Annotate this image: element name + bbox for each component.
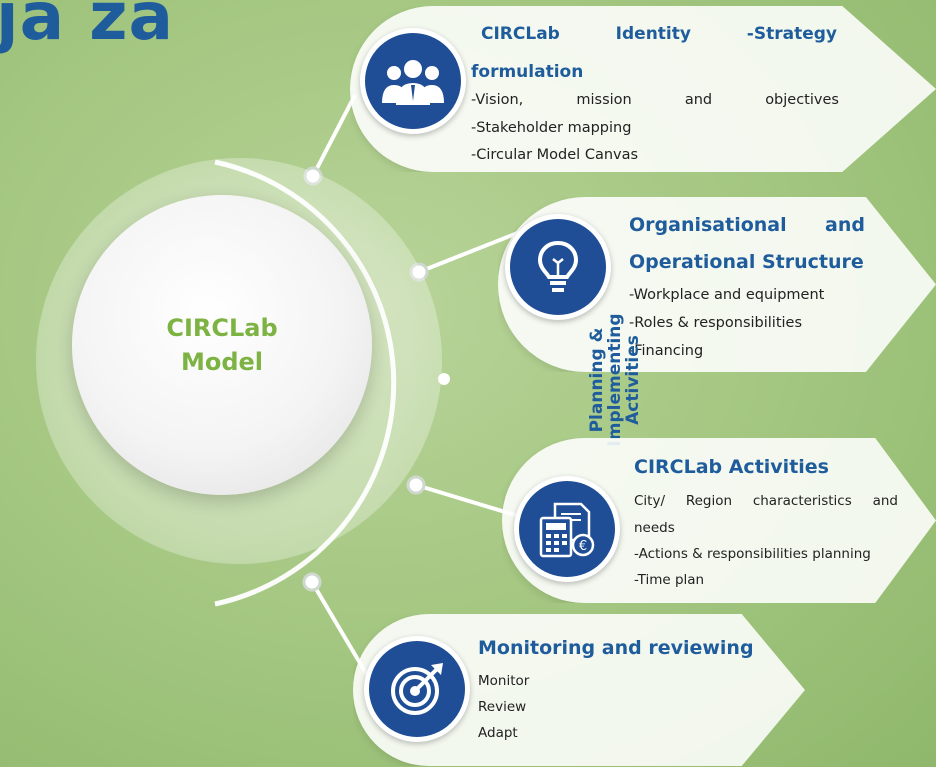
card4-item-monitor: Monitor bbox=[478, 673, 530, 689]
model-label-line2: Model bbox=[180, 348, 264, 376]
card3-char-w3: characteristics bbox=[752, 493, 852, 509]
lightbulb-icon bbox=[505, 214, 611, 320]
card3-title: CIRCLab Activities bbox=[634, 456, 829, 478]
card1-title-word2: Identity bbox=[615, 24, 691, 44]
card1-item-stakeholder: -Stakeholder mapping bbox=[471, 120, 632, 136]
card1-title-word3: -Strategy bbox=[746, 24, 837, 44]
team-icon bbox=[360, 28, 466, 134]
card2-item-roles: -Roles & responsibilities bbox=[629, 315, 803, 331]
calculator-icon: € bbox=[514, 476, 620, 582]
heading-fragment: ja za bbox=[0, 0, 175, 55]
card2-title-word1: Organisational bbox=[629, 214, 787, 236]
card1-title-line2: formulation bbox=[471, 62, 584, 82]
card1-title-word1: CIRCLab bbox=[481, 24, 560, 44]
card3-item-characteristics: City/ Region characteristics and bbox=[634, 493, 898, 509]
card1-vision-w1: -Vision, bbox=[471, 92, 524, 108]
vertical-label-line2: Implementing bbox=[605, 313, 625, 447]
card4-item-adapt: Adapt bbox=[478, 725, 518, 741]
card3-item-needs: needs bbox=[634, 520, 675, 536]
card2-title-line1: Organisational and bbox=[629, 214, 865, 236]
card2-title-word2: and bbox=[825, 214, 865, 236]
vertical-label-line3: Activities bbox=[623, 335, 643, 425]
card3-item-actions: -Actions & responsibilities planning bbox=[634, 546, 871, 562]
model-label-line1: CIRCLab bbox=[166, 314, 278, 342]
card3-char-w4: and bbox=[872, 493, 898, 509]
card1-item-canvas: -Circular Model Canvas bbox=[471, 147, 639, 163]
model-circle: CIRCLab Model bbox=[72, 195, 372, 495]
card1-title-line1: CIRCLab Identity -Strategy bbox=[481, 24, 837, 44]
model-label: CIRCLab Model bbox=[166, 311, 277, 379]
card1-item-vision: -Vision, mission and objectives bbox=[471, 92, 839, 108]
vertical-label: Planning & Implementing Activities bbox=[585, 305, 645, 455]
card1-vision-w2: mission bbox=[576, 92, 632, 108]
card2-item-financing: -Financing bbox=[629, 343, 704, 359]
card2-item-workplace: -Workplace and equipment bbox=[629, 287, 825, 303]
card3-char-w1: City/ bbox=[634, 493, 666, 509]
card2-title-line2: Operational Structure bbox=[629, 251, 864, 273]
card4-title: Monitoring and reviewing bbox=[478, 637, 754, 659]
card3-item-timeplan: -Time plan bbox=[634, 572, 705, 588]
vertical-label-line1: Planning & bbox=[587, 327, 607, 433]
svg-text:€: € bbox=[579, 539, 587, 554]
target-icon bbox=[364, 636, 470, 742]
card4-item-review: Review bbox=[478, 699, 527, 715]
card3-char-w2: Region bbox=[685, 493, 733, 509]
card1-vision-w3: and bbox=[684, 92, 713, 108]
card1-vision-w4: objectives bbox=[765, 92, 839, 108]
